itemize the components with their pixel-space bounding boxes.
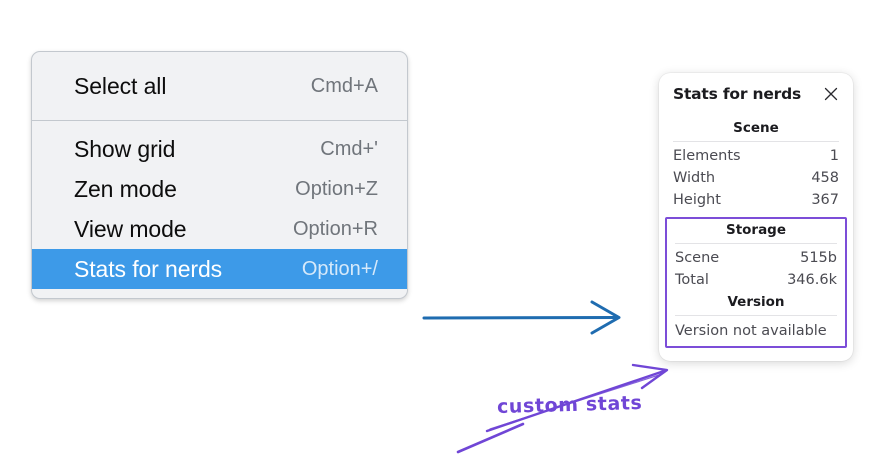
- menu-separator: [32, 120, 407, 121]
- stat-key: Height: [673, 192, 721, 208]
- menu-item-label: Zen mode: [74, 175, 177, 202]
- version-not-available-text: Version not available: [675, 323, 827, 339]
- stat-row-storage-total: Total 346.6k: [675, 269, 837, 291]
- stat-value: 1: [829, 148, 839, 164]
- stat-key: Total: [675, 272, 709, 288]
- section-divider: [675, 315, 837, 316]
- stat-row-height: Height 367: [673, 189, 839, 211]
- section-title-version: Version: [727, 294, 785, 310]
- menu-item-shortcut: Option+R: [292, 217, 378, 240]
- custom-stats-highlight-box: Storage Scene 515b Total 346.6k Version …: [665, 217, 847, 348]
- stat-row-storage-scene: Scene 515b: [675, 247, 837, 269]
- stat-value: 346.6k: [787, 272, 837, 288]
- section-divider: [675, 243, 837, 244]
- section-title-scene: Scene: [733, 120, 779, 136]
- menu-item-shortcut: Cmd+': [320, 137, 378, 160]
- menu-item-stats-for-nerds[interactable]: Stats for nerds Option+/: [32, 249, 407, 289]
- menu-item-shortcut: Option+Z: [295, 177, 378, 200]
- menu-group-view: Show grid Cmd+' Zen mode Option+Z View m…: [32, 121, 407, 298]
- stats-for-nerds-panel[interactable]: Stats for nerds Scene Elements 1 Width 4…: [659, 73, 853, 361]
- stats-panel-header: Stats for nerds: [659, 85, 853, 103]
- custom-stats-callout-label: custom stats: [496, 391, 643, 419]
- menu-item-label: Show grid: [74, 135, 176, 162]
- stat-key: Elements: [673, 148, 741, 164]
- context-menu[interactable]: Select all Cmd+A Show grid Cmd+' Zen mod…: [31, 51, 408, 299]
- menu-item-show-grid[interactable]: Show grid Cmd+': [32, 129, 407, 169]
- stat-key: Width: [673, 170, 716, 186]
- close-icon[interactable]: [822, 85, 840, 103]
- section-divider: [673, 141, 839, 142]
- menu-group-primary: Select all Cmd+A: [32, 52, 407, 120]
- section-title-storage: Storage: [725, 222, 787, 238]
- stat-value: 515b: [800, 250, 837, 266]
- menu-item-view-mode[interactable]: View mode Option+R: [32, 209, 407, 249]
- menu-item-select-all[interactable]: Select all Cmd+A: [32, 66, 407, 106]
- stat-value: 367: [811, 192, 839, 208]
- stat-row-width: Width 458: [673, 167, 839, 189]
- stat-key: Scene: [675, 250, 720, 266]
- menu-item-zen-mode[interactable]: Zen mode Option+Z: [32, 169, 407, 209]
- stat-value: 458: [811, 170, 839, 186]
- stats-panel-body: Scene Elements 1 Width 458 Height 367: [659, 117, 853, 211]
- menu-item-shortcut: Cmd+A: [310, 74, 378, 97]
- menu-item-label: View mode: [74, 215, 187, 242]
- stats-panel-title: Stats for nerds: [673, 85, 802, 103]
- menu-item-label: Select all: [74, 72, 167, 99]
- blue-flow-arrow: [422, 300, 621, 335]
- stat-row-elements: Elements 1: [673, 145, 839, 167]
- menu-item-label: Stats for nerds: [74, 255, 223, 282]
- menu-item-shortcut: Option+/: [301, 257, 378, 280]
